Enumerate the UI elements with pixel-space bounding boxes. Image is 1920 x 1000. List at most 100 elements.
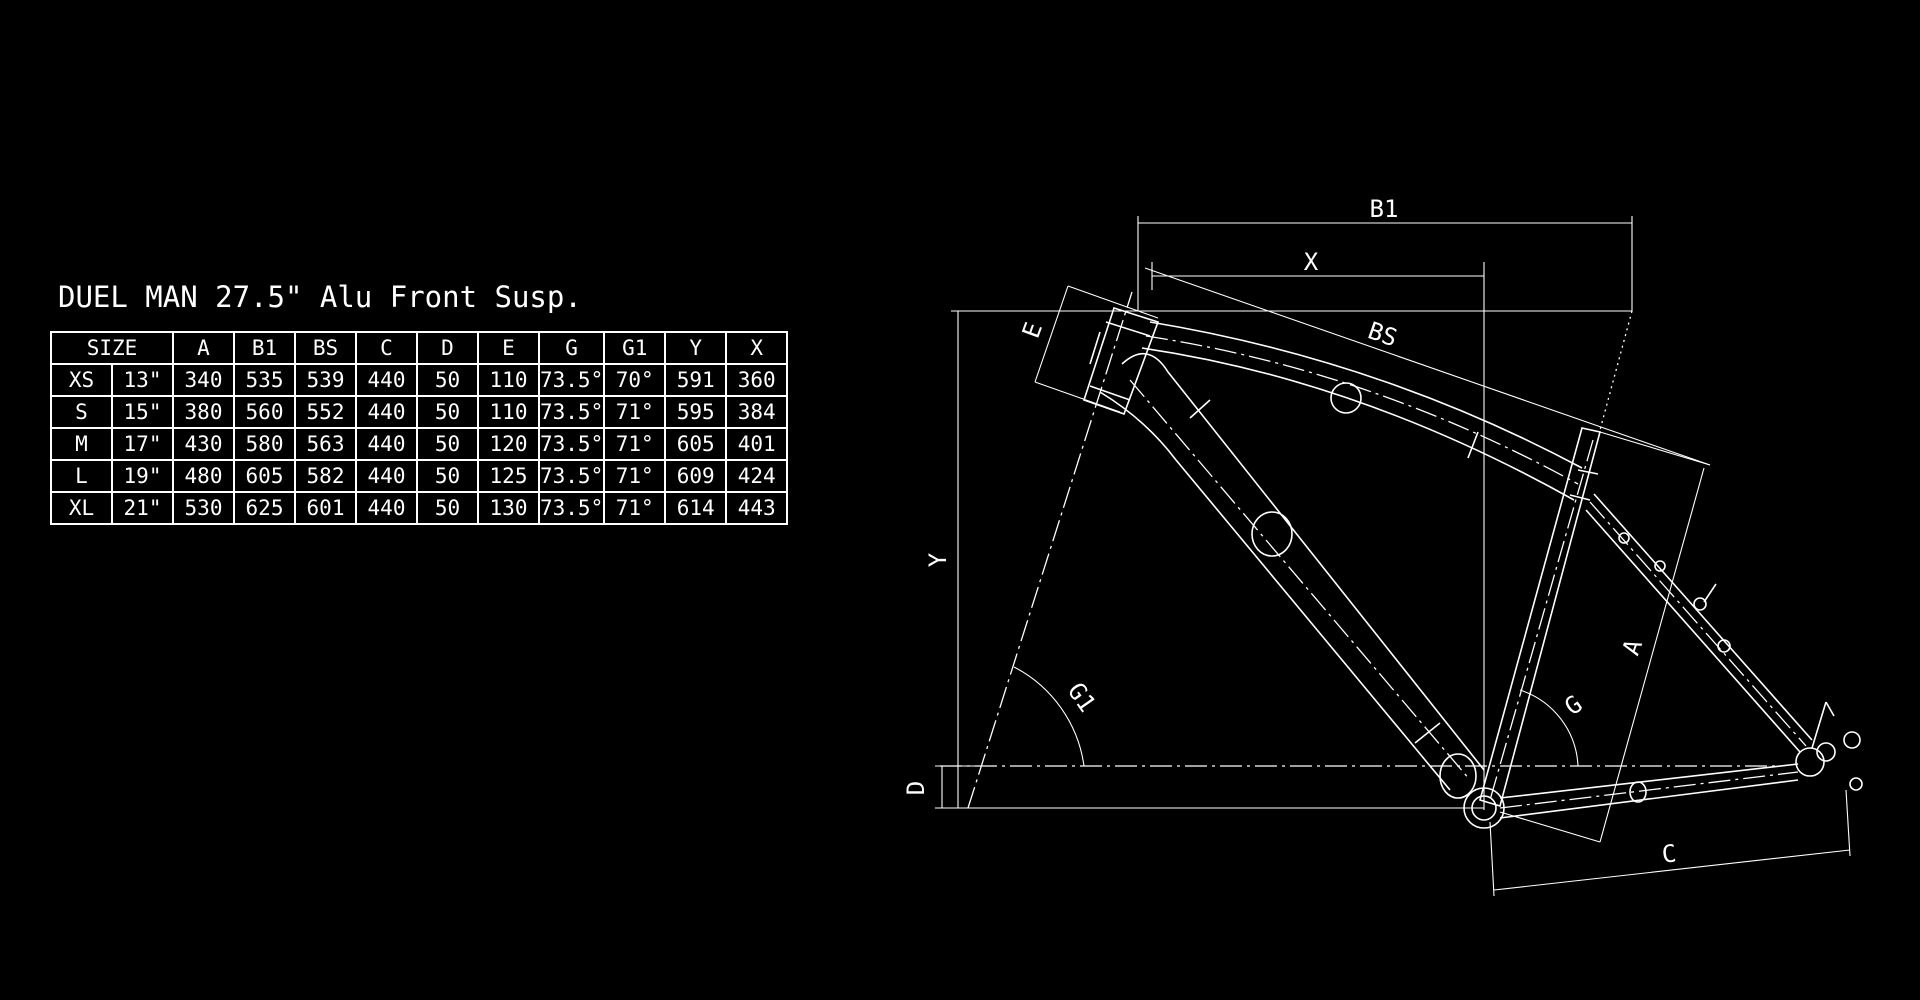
seat-stay — [1585, 493, 1813, 753]
label-a: A — [1617, 635, 1648, 659]
down-tube — [1099, 352, 1485, 799]
value-cell-c: 440 — [355, 459, 418, 493]
header-c: C — [355, 331, 418, 365]
value-cell-d: 50 — [416, 427, 479, 461]
header-a: A — [172, 331, 235, 365]
value-cell-e: 110 — [477, 395, 540, 429]
value-cell-x: 401 — [725, 427, 789, 461]
value-cell-a: 480 — [172, 459, 235, 493]
value-cell-x: 360 — [725, 363, 789, 397]
frame-size-inch-cell: 19" — [111, 459, 174, 493]
value-cell-x: 424 — [725, 459, 789, 493]
value-cell-d: 50 — [416, 491, 479, 525]
label-d: D — [902, 781, 930, 795]
value-cell-bs: 563 — [294, 427, 357, 461]
size-cell: M — [50, 427, 113, 461]
value-cell-y: 591 — [664, 363, 728, 397]
value-cell-g1: 71° — [603, 459, 667, 493]
value-cell-g1: 71° — [603, 491, 667, 525]
value-cell-d: 50 — [416, 363, 479, 397]
b1-dimension: B1 — [1137, 195, 1633, 311]
value-cell-bs: 582 — [294, 459, 357, 493]
value-cell-x: 384 — [725, 395, 789, 429]
value-cell-d: 50 — [416, 395, 479, 429]
label-c: C — [1661, 839, 1678, 868]
label-y: Y — [924, 552, 952, 567]
value-cell-a: 430 — [172, 427, 235, 461]
value-cell-a: 530 — [172, 491, 235, 525]
value-cell-g: 73.5° — [537, 459, 606, 493]
header-g1: G1 — [603, 331, 667, 365]
value-cell-x: 443 — [725, 491, 789, 525]
top-tube — [1141, 321, 1583, 501]
label-b1: B1 — [1370, 195, 1399, 223]
g1-arc — [1013, 666, 1085, 767]
size-cell: XL — [50, 491, 113, 525]
label-g: G — [1559, 690, 1587, 721]
value-cell-c: 440 — [355, 427, 418, 461]
a-dimension: A — [1499, 431, 1711, 843]
value-cell-g1: 70° — [603, 363, 667, 397]
value-cell-g: 73.5° — [537, 491, 606, 525]
size-cell: S — [50, 395, 113, 429]
value-cell-b1: 580 — [233, 427, 296, 461]
value-cell-e: 125 — [477, 459, 540, 493]
value-cell-a: 380 — [172, 395, 235, 429]
frame-size-inch-cell: 15" — [111, 395, 174, 429]
value-cell-b1: 535 — [233, 363, 296, 397]
e-dimension: E — [1017, 285, 1159, 413]
value-cell-g: 73.5° — [537, 395, 606, 429]
value-cell-g: 73.5° — [537, 363, 606, 397]
seat-extension-dotted — [1599, 310, 1633, 431]
frame-size-inch-cell: 13" — [111, 363, 174, 397]
g-arc — [1519, 689, 1579, 767]
label-e: E — [1017, 319, 1048, 342]
header-x: X — [725, 331, 789, 365]
model-title: DUEL MAN 27.5" Alu Front Susp. — [58, 280, 582, 314]
value-cell-g: 73.5° — [537, 427, 606, 461]
head-tube — [1082, 306, 1160, 416]
value-cell-b1: 560 — [233, 395, 296, 429]
value-cell-c: 440 — [355, 395, 418, 429]
header-g: G — [537, 331, 606, 365]
label-x: X — [1304, 248, 1319, 276]
value-cell-bs: 601 — [294, 491, 357, 525]
value-cell-e: 130 — [477, 491, 540, 525]
header-e: E — [477, 331, 540, 365]
rear-dropout — [1795, 701, 1863, 791]
value-cell-y: 595 — [664, 395, 728, 429]
seat-tube — [1479, 427, 1601, 808]
header-b1: B1 — [233, 331, 296, 365]
bs-dimension: BS — [1144, 267, 1711, 466]
header-d: D — [416, 331, 479, 365]
value-cell-bs: 539 — [294, 363, 357, 397]
size-cell: L — [50, 459, 113, 493]
value-cell-y: 609 — [664, 459, 728, 493]
y-dimension: Y — [924, 310, 968, 808]
c-dimension: C — [1489, 789, 1851, 897]
table-header-row: SIZE A B1 BS C D E G G1 Y X — [50, 331, 789, 365]
value-cell-c: 440 — [355, 363, 418, 397]
frame-size-inch-cell: 17" — [111, 427, 174, 461]
value-cell-b1: 605 — [233, 459, 296, 493]
value-cell-g1: 71° — [603, 427, 667, 461]
value-cell-d: 50 — [416, 459, 479, 493]
x-dimension: X — [1151, 248, 1485, 810]
header-y: Y — [664, 331, 728, 365]
value-cell-c: 440 — [355, 491, 418, 525]
chain-stay — [1499, 763, 1799, 819]
header-bs: BS — [294, 331, 357, 365]
value-cell-g1: 71° — [603, 395, 667, 429]
frame-size-inch-cell: 21" — [111, 491, 174, 525]
head-tube-axis — [967, 291, 1133, 809]
value-cell-e: 110 — [477, 363, 540, 397]
value-cell-y: 614 — [664, 491, 728, 525]
label-bs: BS — [1364, 316, 1400, 352]
